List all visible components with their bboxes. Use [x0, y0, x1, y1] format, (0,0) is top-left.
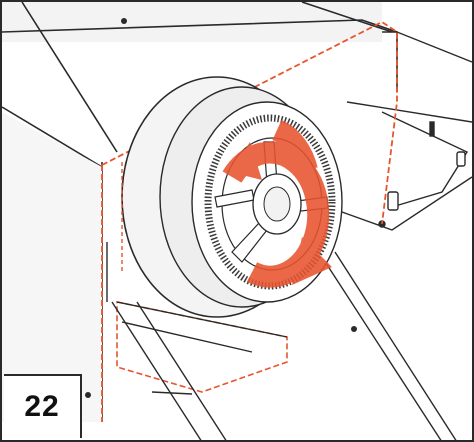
- mounting-plate: [341, 31, 472, 231]
- step-number: 22: [24, 390, 60, 423]
- hood-shell: [2, 2, 398, 422]
- step-number-box: 22: [4, 374, 82, 438]
- screws: [85, 18, 357, 398]
- side-wall: [2, 112, 102, 422]
- support-rails: [106, 242, 457, 440]
- rotate-clockwise-icon: [222, 119, 332, 288]
- housing-outline: [101, 20, 398, 422]
